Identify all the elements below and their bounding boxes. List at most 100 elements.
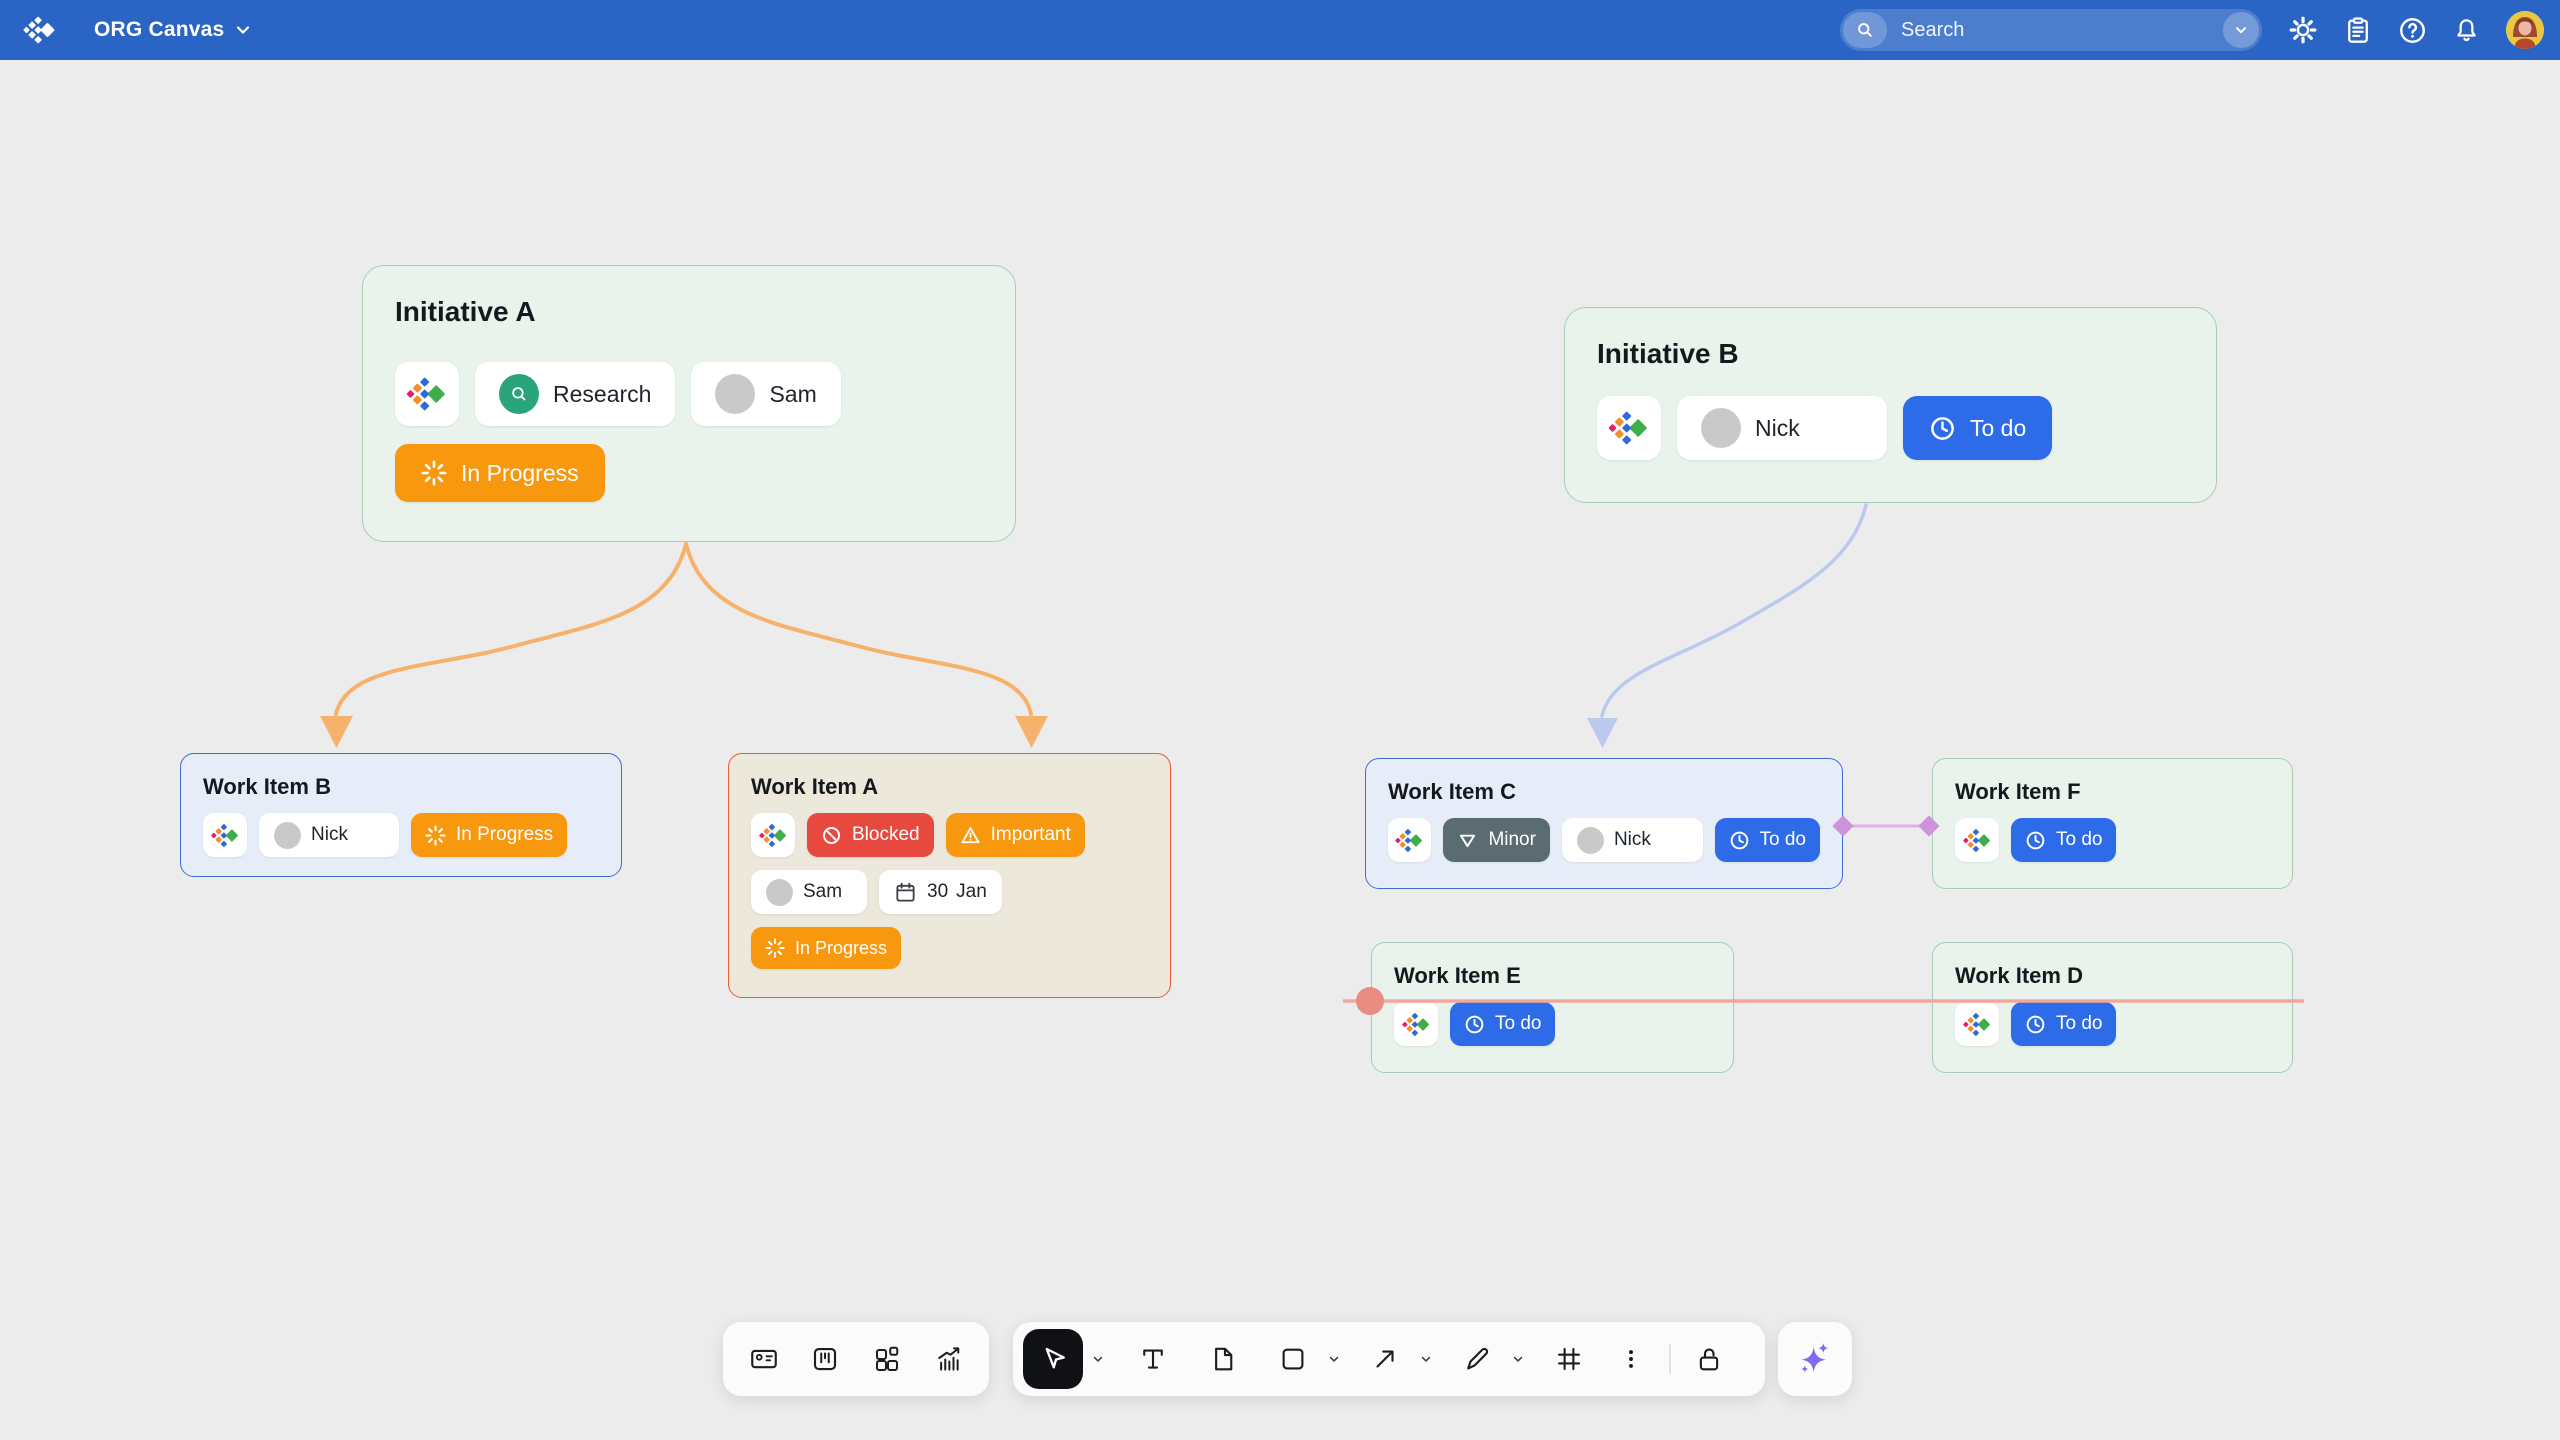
assignee-avatar bbox=[766, 878, 793, 906]
layout-blocks-tool[interactable] bbox=[861, 1333, 913, 1385]
flag-text: Blocked bbox=[852, 824, 920, 845]
flag-text: Important bbox=[990, 824, 1071, 845]
search-scope-chevron-icon[interactable] bbox=[2223, 12, 2259, 48]
search-bar[interactable] bbox=[1840, 9, 2262, 51]
connector-a-to-b[interactable] bbox=[334, 542, 688, 716]
toolbar-divider bbox=[1669, 1344, 1671, 1374]
assignee-chip[interactable]: Nick bbox=[1677, 396, 1887, 460]
card-work-item-d[interactable]: Work Item D To do bbox=[1932, 942, 2293, 1073]
priority-text: Minor bbox=[1488, 829, 1536, 850]
cursor-options-chevron[interactable] bbox=[1085, 1333, 1111, 1385]
chart-icon bbox=[938, 1347, 960, 1371]
work-item-logo-chip[interactable] bbox=[1597, 396, 1661, 460]
select-cursor-tool[interactable] bbox=[1023, 1329, 1083, 1389]
priority-chip-minor[interactable]: Minor bbox=[1443, 818, 1550, 862]
arrow-tool[interactable] bbox=[1359, 1333, 1411, 1385]
flag-chip-important[interactable]: Important bbox=[945, 813, 1085, 857]
status-chip-in-progress[interactable]: In Progress bbox=[411, 813, 568, 857]
assignee-chip[interactable]: Nick bbox=[259, 813, 399, 857]
org-logo-icon bbox=[1962, 828, 1990, 852]
connector-b-to-c[interactable] bbox=[1600, 503, 1868, 718]
status-chip-todo[interactable]: To do bbox=[2011, 1002, 2117, 1046]
main-toolbar bbox=[1013, 1322, 1765, 1396]
work-item-logo-chip[interactable] bbox=[1955, 1002, 1999, 1046]
pen-icon bbox=[1467, 1347, 1489, 1370]
text-tool[interactable] bbox=[1127, 1333, 1179, 1385]
assignee-chip[interactable]: Nick bbox=[1561, 818, 1703, 862]
text-icon bbox=[1143, 1349, 1163, 1369]
card-title: Initiative A bbox=[395, 296, 536, 327]
user-avatar[interactable] bbox=[2506, 11, 2544, 49]
cursor-icon bbox=[1045, 1347, 1065, 1369]
card-initiative-a[interactable]: Initiative A Research Sam In Progress bbox=[362, 265, 1016, 542]
lock-tool[interactable] bbox=[1683, 1333, 1735, 1385]
help-button[interactable] bbox=[2398, 16, 2427, 45]
status-chip-in-progress[interactable]: In Progress bbox=[395, 444, 605, 502]
card-work-item-b[interactable]: Work Item B Nick In Progress bbox=[180, 753, 622, 877]
canvas-switcher[interactable]: ORG Canvas bbox=[94, 18, 252, 42]
assignee-name: Nick bbox=[1613, 829, 1651, 850]
spinner-icon bbox=[765, 938, 785, 958]
pen-tool[interactable] bbox=[1451, 1333, 1503, 1385]
kanban-board-tool[interactable] bbox=[799, 1333, 851, 1385]
connector-c-to-f[interactable] bbox=[1832, 815, 1940, 837]
assignee-avatar bbox=[715, 374, 756, 414]
ai-assistant-button[interactable] bbox=[1778, 1322, 1852, 1396]
status-text: In Progress bbox=[795, 937, 888, 958]
status-chip-in-progress[interactable]: In Progress bbox=[751, 927, 902, 969]
search-input[interactable] bbox=[1887, 18, 2223, 42]
chevron-down-icon bbox=[1329, 1356, 1339, 1362]
status-chip-todo[interactable]: To do bbox=[1714, 818, 1820, 862]
card-work-item-c[interactable]: Work Item C Minor Nick To do bbox=[1365, 758, 1843, 889]
card-work-item-e[interactable]: Work Item E To do bbox=[1371, 942, 1734, 1073]
work-item-logo-chip[interactable] bbox=[1394, 1002, 1438, 1046]
due-date-chip[interactable]: 30 Jan bbox=[879, 870, 1002, 914]
label-chip-research[interactable]: Research bbox=[475, 362, 676, 426]
clock-icon bbox=[2026, 831, 2045, 849]
pen-options-chevron[interactable] bbox=[1505, 1333, 1531, 1385]
status-chip-todo[interactable]: To do bbox=[1450, 1002, 1556, 1046]
more-tools-button[interactable] bbox=[1605, 1333, 1657, 1385]
assignee-chip[interactable]: Sam bbox=[751, 870, 867, 914]
app-logo-icon[interactable] bbox=[22, 12, 58, 48]
card-template-tool[interactable] bbox=[738, 1333, 790, 1385]
assignee-chip[interactable]: Sam bbox=[691, 362, 841, 426]
flag-chip-blocked[interactable]: Blocked bbox=[807, 813, 934, 857]
kebab-menu-icon bbox=[1629, 1350, 1633, 1368]
card-initiative-b[interactable]: Initiative B Nick To do bbox=[1564, 307, 2217, 503]
help-icon bbox=[2400, 17, 2425, 43]
insert-widgets-toolbar bbox=[723, 1322, 989, 1396]
frame-tool[interactable] bbox=[1543, 1333, 1595, 1385]
card-work-item-a[interactable]: Work Item A Blocked Important Sam bbox=[728, 753, 1171, 998]
label-text: Research bbox=[553, 380, 652, 407]
shape-tool[interactable] bbox=[1267, 1333, 1319, 1385]
org-logo-icon bbox=[1395, 828, 1423, 852]
work-item-logo-chip[interactable] bbox=[1388, 818, 1432, 862]
work-item-logo-chip[interactable] bbox=[203, 813, 247, 857]
document-tool[interactable] bbox=[1197, 1333, 1249, 1385]
work-item-logo-chip[interactable] bbox=[751, 813, 795, 857]
card-title: Work Item A bbox=[751, 774, 879, 799]
connector-a-to-a[interactable] bbox=[684, 542, 1033, 716]
arrow-icon bbox=[1376, 1350, 1394, 1368]
document-icon bbox=[1215, 1347, 1233, 1371]
work-item-logo-chip[interactable] bbox=[395, 362, 459, 426]
settings-button[interactable] bbox=[2288, 15, 2318, 45]
status-chip-todo[interactable]: To do bbox=[1903, 396, 2053, 460]
arrow-options-chevron[interactable] bbox=[1413, 1333, 1439, 1385]
card-work-item-f[interactable]: Work Item F To do bbox=[1932, 758, 2293, 889]
shape-options-chevron[interactable] bbox=[1321, 1333, 1347, 1385]
blocked-icon bbox=[822, 826, 841, 844]
page-title: ORG Canvas bbox=[94, 18, 225, 41]
avatar-image bbox=[2506, 11, 2544, 49]
notes-button[interactable] bbox=[2344, 16, 2372, 44]
blocks-icon bbox=[875, 1346, 899, 1372]
status-text: In Progress bbox=[456, 824, 554, 845]
status-chip-todo[interactable]: To do bbox=[2011, 818, 2117, 862]
chart-tool[interactable] bbox=[922, 1333, 974, 1385]
notifications-button[interactable] bbox=[2453, 17, 2480, 44]
assignee-name: Nick bbox=[1755, 414, 1800, 441]
work-item-logo-chip[interactable] bbox=[1955, 818, 1999, 862]
assignee-name: Sam bbox=[769, 380, 817, 407]
calendar-icon bbox=[896, 882, 915, 902]
